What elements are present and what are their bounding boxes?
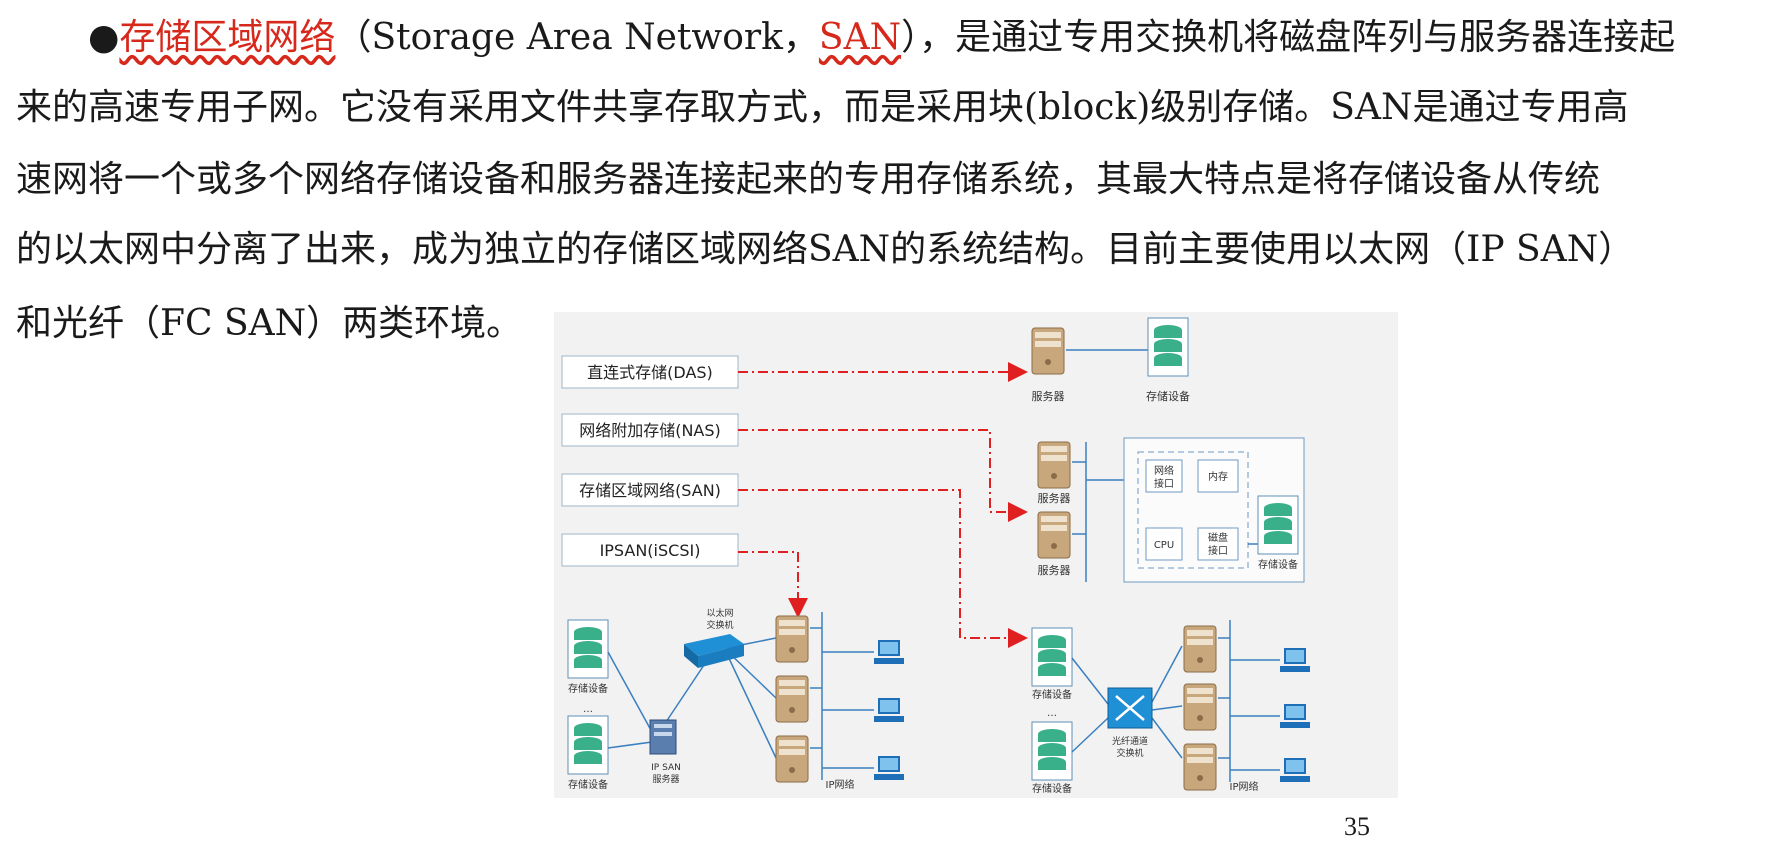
fc-server-2-icon: [1183, 683, 1217, 731]
text-line-5: 和光纤（FC SAN）两类环境。: [16, 303, 523, 344]
svg-text:内存: 内存: [1208, 470, 1228, 483]
svg-text:存储区域网络(SAN): 存储区域网络(SAN): [579, 481, 721, 500]
ip-storage-1-icon: [567, 619, 609, 679]
term-highlight: 存储区域网络: [119, 17, 336, 58]
fc-network-label: IP网络: [1230, 780, 1259, 793]
nas-server-1-label: 服务器: [1038, 492, 1071, 505]
fc-client-3-icon: [1280, 758, 1310, 782]
das-server-label: 服务器: [1032, 390, 1065, 403]
fc-storage-1-icon: [1031, 627, 1073, 687]
ip-storage-2-icon: [567, 715, 609, 775]
svg-text:接口: 接口: [1154, 477, 1174, 490]
svg-text:网络: 网络: [1154, 464, 1174, 477]
text-line-1: ●存储区域网络（Storage Area Network，SAN），是通过专用交…: [16, 20, 1675, 56]
svg-text:存储设备: 存储设备: [1032, 782, 1072, 795]
label-san: 存储区域网络(SAN): [561, 473, 739, 507]
svg-text:交换机: 交换机: [1116, 747, 1143, 759]
das-server-icon: [1031, 327, 1065, 375]
ethernet-switch-icon: [684, 634, 744, 668]
nas-server-1-icon: [1037, 441, 1071, 489]
svg-text:存储设备: 存储设备: [568, 682, 608, 695]
svg-text:网络附加存储(NAS): 网络附加存储(NAS): [579, 421, 721, 440]
text-line-2: 来的高速专用子网。它没有采用文件共享存取方式，而是采用块(block)级别存储。…: [16, 87, 1629, 128]
ip-network-label: IP网络: [826, 778, 855, 791]
ip-server-3-icon: [775, 735, 809, 783]
svg-text:IPSAN(iSCSI): IPSAN(iSCSI): [600, 541, 701, 560]
svg-text:接口: 接口: [1208, 544, 1228, 557]
ip-client-3-icon: [874, 756, 904, 780]
svg-text:磁盘: 磁盘: [1208, 531, 1228, 544]
das-storage-label: 存储设备: [1146, 389, 1190, 403]
fc-switch-icon: [1107, 687, 1153, 729]
text-line-3: 速网将一个或多个网络存储设备和服务器连接起来的专用存储系统，其最大特点是将存储设…: [16, 159, 1601, 200]
ip-server-1-icon: [775, 615, 809, 663]
bullet: ●: [88, 17, 120, 58]
text-line-4: 的以太网中分离了出来，成为独立的存储区域网络SAN的系统结构。目前主要使用以太网…: [16, 229, 1635, 270]
term-english: （Storage Area Network，: [335, 17, 819, 58]
das-storage-icon: [1147, 317, 1189, 377]
svg-text:存储设备: 存储设备: [568, 778, 608, 791]
fc-server-3-icon: [1183, 743, 1217, 791]
label-nas: 网络附加存储(NAS): [561, 413, 739, 447]
svg-text:存储设备: 存储设备: [1258, 558, 1298, 571]
svg-text:直连式存储(DAS): 直连式存储(DAS): [587, 363, 713, 382]
fc-server-1-icon: [1183, 625, 1217, 673]
fc-client-2-icon: [1280, 704, 1310, 728]
svg-text:…: …: [583, 704, 593, 715]
fc-storage-2-icon: [1031, 721, 1073, 781]
svg-text:光纤通道: 光纤通道: [1112, 735, 1148, 747]
connector-arrows: [738, 362, 1028, 648]
svg-text:交换机: 交换机: [706, 619, 733, 631]
svg-text:…: …: [1047, 708, 1057, 719]
page-number: 35: [1344, 812, 1370, 841]
svg-text:服务器: 服务器: [652, 773, 679, 785]
nas-storage-icon: [1257, 495, 1299, 555]
nas-server-2-label: 服务器: [1038, 564, 1071, 577]
svg-text:存储设备: 存储设备: [1032, 688, 1072, 701]
fc-client-1-icon: [1280, 648, 1310, 672]
label-ipsan: IPSAN(iSCSI): [561, 533, 739, 567]
abbr-highlight: SAN: [818, 17, 902, 58]
ip-server-2-icon: [775, 675, 809, 723]
ip-client-1-icon: [874, 640, 904, 664]
storage-architecture-diagram: 直连式存储(DAS) 网络附加存储(NAS) 存储区域网络(SAN) IPSAN…: [554, 312, 1398, 798]
svg-text:CPU: CPU: [1154, 540, 1174, 551]
svg-text:以太网: 以太网: [706, 607, 733, 619]
ip-client-2-icon: [874, 698, 904, 722]
ipsan-server-icon: [649, 719, 677, 755]
svg-text:IP SAN: IP SAN: [651, 763, 681, 773]
label-das: 直连式存储(DAS): [561, 355, 739, 389]
nas-server-2-icon: [1037, 511, 1071, 559]
line1-rest: ），是通过专用交换机将磁盘阵列与服务器连接起: [901, 17, 1676, 58]
